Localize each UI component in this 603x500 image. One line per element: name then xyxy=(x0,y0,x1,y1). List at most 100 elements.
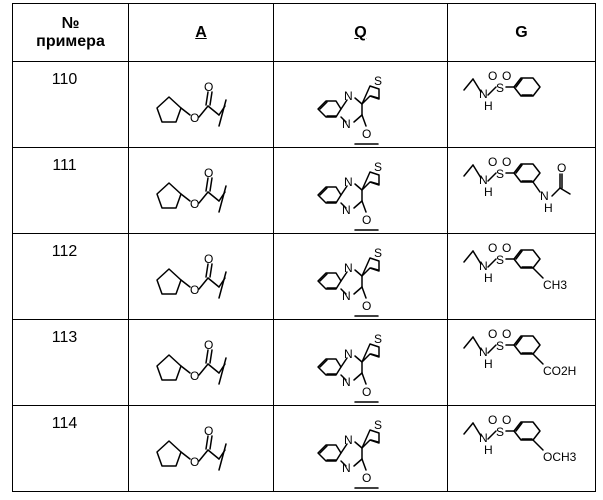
svg-text:O: O xyxy=(204,80,213,94)
svg-text:O: O xyxy=(204,338,213,352)
methoxy-benzenesulfonylamino-structure-icon: NHSOOOCH3 xyxy=(448,406,596,491)
benzenesulfonylamino-structure-icon: NHSOO xyxy=(448,62,596,147)
a-structure-cell: OO xyxy=(129,62,274,148)
svg-text:CH3: CH3 xyxy=(543,278,567,292)
header-a: A xyxy=(129,4,274,62)
example-number: 110 xyxy=(52,71,78,89)
svg-text:S: S xyxy=(374,418,382,432)
header-a-label: A xyxy=(195,24,207,41)
cyclopentyl-oxycarbonyl-structure-icon: OO xyxy=(129,320,274,405)
header-number: № примера xyxy=(13,4,129,62)
example-number: 111 xyxy=(52,157,76,175)
example-number: 114 xyxy=(52,415,78,433)
svg-text:O: O xyxy=(190,283,199,297)
svg-text:O: O xyxy=(488,413,497,427)
cyclopentyl-oxycarbonyl-structure-icon: OO xyxy=(129,234,274,319)
svg-text:H: H xyxy=(484,357,493,371)
svg-text:O: O xyxy=(190,455,199,469)
header-g-label: G xyxy=(515,24,527,41)
table-row: 112 OO NNSO NHSOOCH3 xyxy=(13,234,596,320)
tolylsulfonylamino-structure-icon: NHSOOCH3 xyxy=(448,234,596,319)
svg-text:O: O xyxy=(190,369,199,383)
svg-text:O: O xyxy=(362,213,371,227)
svg-text:O: O xyxy=(502,241,511,255)
q-structure-cell: NNSO xyxy=(274,320,448,406)
q-structure-cell: NNSO xyxy=(274,234,448,320)
svg-text:O: O xyxy=(362,127,371,141)
a-structure-cell: OO xyxy=(129,234,274,320)
header-number-line2: примера xyxy=(13,33,128,51)
example-number-cell: 111 xyxy=(13,148,129,234)
compound-table: № примера A Q G 110 OO NNSO NHSOO 111 OO… xyxy=(12,3,596,492)
svg-text:O: O xyxy=(362,385,371,399)
example-number-cell: 112 xyxy=(13,234,129,320)
header-g: G xyxy=(448,4,596,62)
table-row: 110 OO NNSO NHSOO xyxy=(13,62,596,148)
example-number: 112 xyxy=(52,243,78,261)
a-structure-cell: OO xyxy=(129,148,274,234)
thienyl-quinoxalinyl-oxy-structure-icon: NNSO xyxy=(274,62,448,147)
example-number: 113 xyxy=(52,329,78,347)
q-structure-cell: NNSO xyxy=(274,148,448,234)
svg-text:S: S xyxy=(374,246,382,260)
svg-text:S: S xyxy=(496,339,504,353)
svg-text:O: O xyxy=(488,241,497,255)
svg-text:O: O xyxy=(362,471,371,485)
svg-text:O: O xyxy=(488,155,497,169)
svg-text:H: H xyxy=(484,185,493,199)
svg-text:O: O xyxy=(502,69,511,83)
svg-text:O: O xyxy=(502,155,511,169)
svg-text:S: S xyxy=(374,74,382,88)
svg-text:O: O xyxy=(190,197,199,211)
svg-text:N: N xyxy=(344,261,353,275)
svg-text:O: O xyxy=(488,327,497,341)
thienyl-quinoxalinyl-oxy-structure-icon: NNSO xyxy=(274,148,448,233)
svg-text:H: H xyxy=(544,201,553,215)
g-structure-cell: NHSOOCO2H xyxy=(448,320,596,406)
thienyl-quinoxalinyl-oxy-structure-icon: NNSO xyxy=(274,406,448,491)
example-number-cell: 114 xyxy=(13,406,129,492)
a-structure-cell: OO xyxy=(129,320,274,406)
svg-text:O: O xyxy=(204,252,213,266)
cyclopentyl-oxycarbonyl-structure-icon: OO xyxy=(129,62,274,147)
a-structure-cell: OO xyxy=(129,406,274,492)
svg-text:N: N xyxy=(344,89,353,103)
table-row: 114 OO NNSO NHSOOOCH3 xyxy=(13,406,596,492)
example-number-cell: 110 xyxy=(13,62,129,148)
svg-text:O: O xyxy=(502,413,511,427)
svg-text:S: S xyxy=(496,253,504,267)
svg-text:H: H xyxy=(484,443,493,457)
g-structure-cell: NHSOONHO xyxy=(448,148,596,234)
thienyl-quinoxalinyl-oxy-structure-icon: NNSO xyxy=(274,234,448,319)
table-row: 111 OO NNSO NHSOONHO xyxy=(13,148,596,234)
svg-text:N: N xyxy=(344,433,353,447)
svg-text:N: N xyxy=(344,347,353,361)
svg-text:O: O xyxy=(502,327,511,341)
g-structure-cell: NHSOOCH3 xyxy=(448,234,596,320)
svg-text:N: N xyxy=(344,175,353,189)
svg-text:S: S xyxy=(496,167,504,181)
acetamido-benzenesulfonylamino-structure-icon: NHSOONHO xyxy=(448,148,596,233)
svg-text:O: O xyxy=(362,299,371,313)
svg-text:O: O xyxy=(488,69,497,83)
svg-text:O: O xyxy=(557,161,566,175)
table-header-row: № примера A Q G xyxy=(13,4,596,62)
g-structure-cell: NHSOO xyxy=(448,62,596,148)
header-number-line1: № xyxy=(13,15,128,33)
table-row: 113 OO NNSO NHSOOCO2H xyxy=(13,320,596,406)
cyclopentyl-oxycarbonyl-structure-icon: OO xyxy=(129,148,274,233)
svg-text:H: H xyxy=(484,271,493,285)
cyclopentyl-oxycarbonyl-structure-icon: OO xyxy=(129,406,274,491)
carboxy-benzenesulfonylamino-structure-icon: NHSOOCO2H xyxy=(448,320,596,405)
header-q-label: Q xyxy=(354,24,366,41)
svg-text:OCH3: OCH3 xyxy=(543,450,577,464)
svg-text:O: O xyxy=(190,111,199,125)
svg-text:H: H xyxy=(484,99,493,113)
example-number-cell: 113 xyxy=(13,320,129,406)
header-q: Q xyxy=(274,4,448,62)
svg-text:S: S xyxy=(374,332,382,346)
svg-text:S: S xyxy=(496,81,504,95)
svg-text:CO2H: CO2H xyxy=(543,364,576,378)
g-structure-cell: NHSOOOCH3 xyxy=(448,406,596,492)
svg-text:S: S xyxy=(496,425,504,439)
